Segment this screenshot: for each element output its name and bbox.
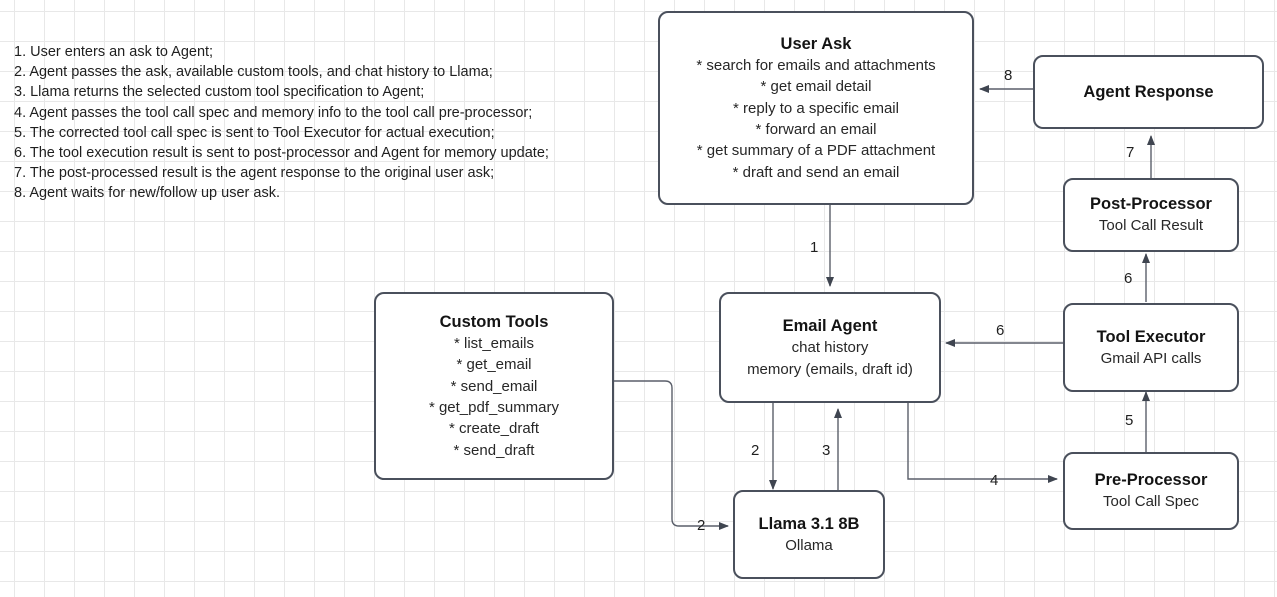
node-post-processor[interactable]: Post-Processor Tool Call Result [1063, 178, 1239, 252]
node-agent-response[interactable]: Agent Response [1033, 55, 1264, 129]
legend-line-6: 6. The tool execution result is sent to … [14, 145, 549, 162]
edge-label-4: 4 [990, 472, 999, 489]
node-email-agent-sub-2: memory (emails, draft id) [747, 360, 913, 378]
node-custom-tools-item-4: * get_pdf_summary [428, 399, 560, 416]
node-custom-tools-item-6: * send_draft [453, 441, 535, 459]
legend-line-5: 5. The corrected tool call spec is sent … [14, 124, 495, 141]
legend-line-2: 2. Agent passes the ask, available custo… [14, 64, 493, 81]
node-email-agent-sub-1: chat history [791, 339, 869, 357]
legend-line-3: 3. Llama returns the selected custom too… [14, 84, 425, 101]
edge-label-6-post: 6 [1124, 270, 1133, 287]
edge-label-8: 8 [1004, 67, 1013, 84]
node-user-ask-title: User Ask [780, 34, 852, 53]
node-custom-tools-item-2: * get_email [456, 356, 532, 374]
node-email-agent[interactable]: Email Agent chat history memory (emails,… [719, 292, 941, 403]
node-llama[interactable]: Llama 3.1 8B Ollama [733, 490, 885, 579]
legend-line-4: 4. Agent passes the tool call spec and m… [14, 104, 533, 121]
edge-label-6-agent: 6 [996, 322, 1005, 339]
node-user-ask-item-1: * search for emails and attachments [696, 56, 936, 74]
edge-label-5: 5 [1125, 412, 1134, 429]
node-user-ask[interactable]: User Ask * search for emails and attachm… [658, 11, 974, 205]
node-post-processor-title: Post-Processor [1090, 195, 1212, 214]
legend-line-1: 1. User enters an ask to Agent; [14, 44, 214, 60]
node-agent-response-title: Agent Response [1083, 83, 1214, 101]
edge-2-tools-path [614, 380, 729, 530]
node-post-processor-sub: Tool Call Result [1098, 217, 1204, 235]
node-llama-sub: Ollama [785, 536, 833, 554]
node-tool-executor-title: Tool Executor [1096, 327, 1206, 346]
node-pre-processor-title: Pre-Processor [1094, 471, 1208, 490]
node-user-ask-item-4: * forward an email [755, 121, 877, 138]
node-email-agent-title: Email Agent [782, 317, 878, 336]
edge-label-2-tools: 2 [697, 517, 706, 534]
node-tool-executor-sub: Gmail API calls [1100, 349, 1202, 367]
legend-line-8: 8. Agent waits for new/follow up user as… [14, 185, 280, 202]
node-custom-tools-title: Custom Tools [439, 312, 549, 331]
node-pre-processor-sub: Tool Call Spec [1103, 493, 1199, 511]
node-user-ask-item-5: * get summary of a PDF attachment [696, 142, 936, 160]
edge-label-1: 1 [810, 239, 819, 256]
node-llama-title: Llama 3.1 8B [758, 514, 860, 533]
legend-line-7: 7. The post-processed result is the agen… [14, 165, 495, 182]
node-pre-processor[interactable]: Pre-Processor Tool Call Spec [1063, 452, 1239, 530]
node-user-ask-item-2: * get email detail [760, 78, 872, 96]
node-tool-executor[interactable]: Tool Executor Gmail API calls [1063, 303, 1239, 392]
legend-list: 1. User enters an ask to Agent; 2. Agent… [14, 42, 549, 204]
node-custom-tools-item-3: * send_email [450, 377, 538, 395]
edge-4-path [907, 403, 1058, 483]
edge-label-7: 7 [1126, 144, 1135, 161]
node-custom-tools-item-5: * create_draft [448, 420, 540, 438]
node-user-ask-item-6: * draft and send an email [732, 163, 900, 181]
node-user-ask-item-3: * reply to a specific email [733, 99, 899, 117]
node-custom-tools-item-1: * list_emails [453, 334, 535, 352]
node-custom-tools[interactable]: Custom Tools * list_emails * get_email *… [374, 292, 614, 480]
edge-label-2-agent: 2 [751, 442, 760, 459]
edge-label-3: 3 [822, 442, 831, 459]
